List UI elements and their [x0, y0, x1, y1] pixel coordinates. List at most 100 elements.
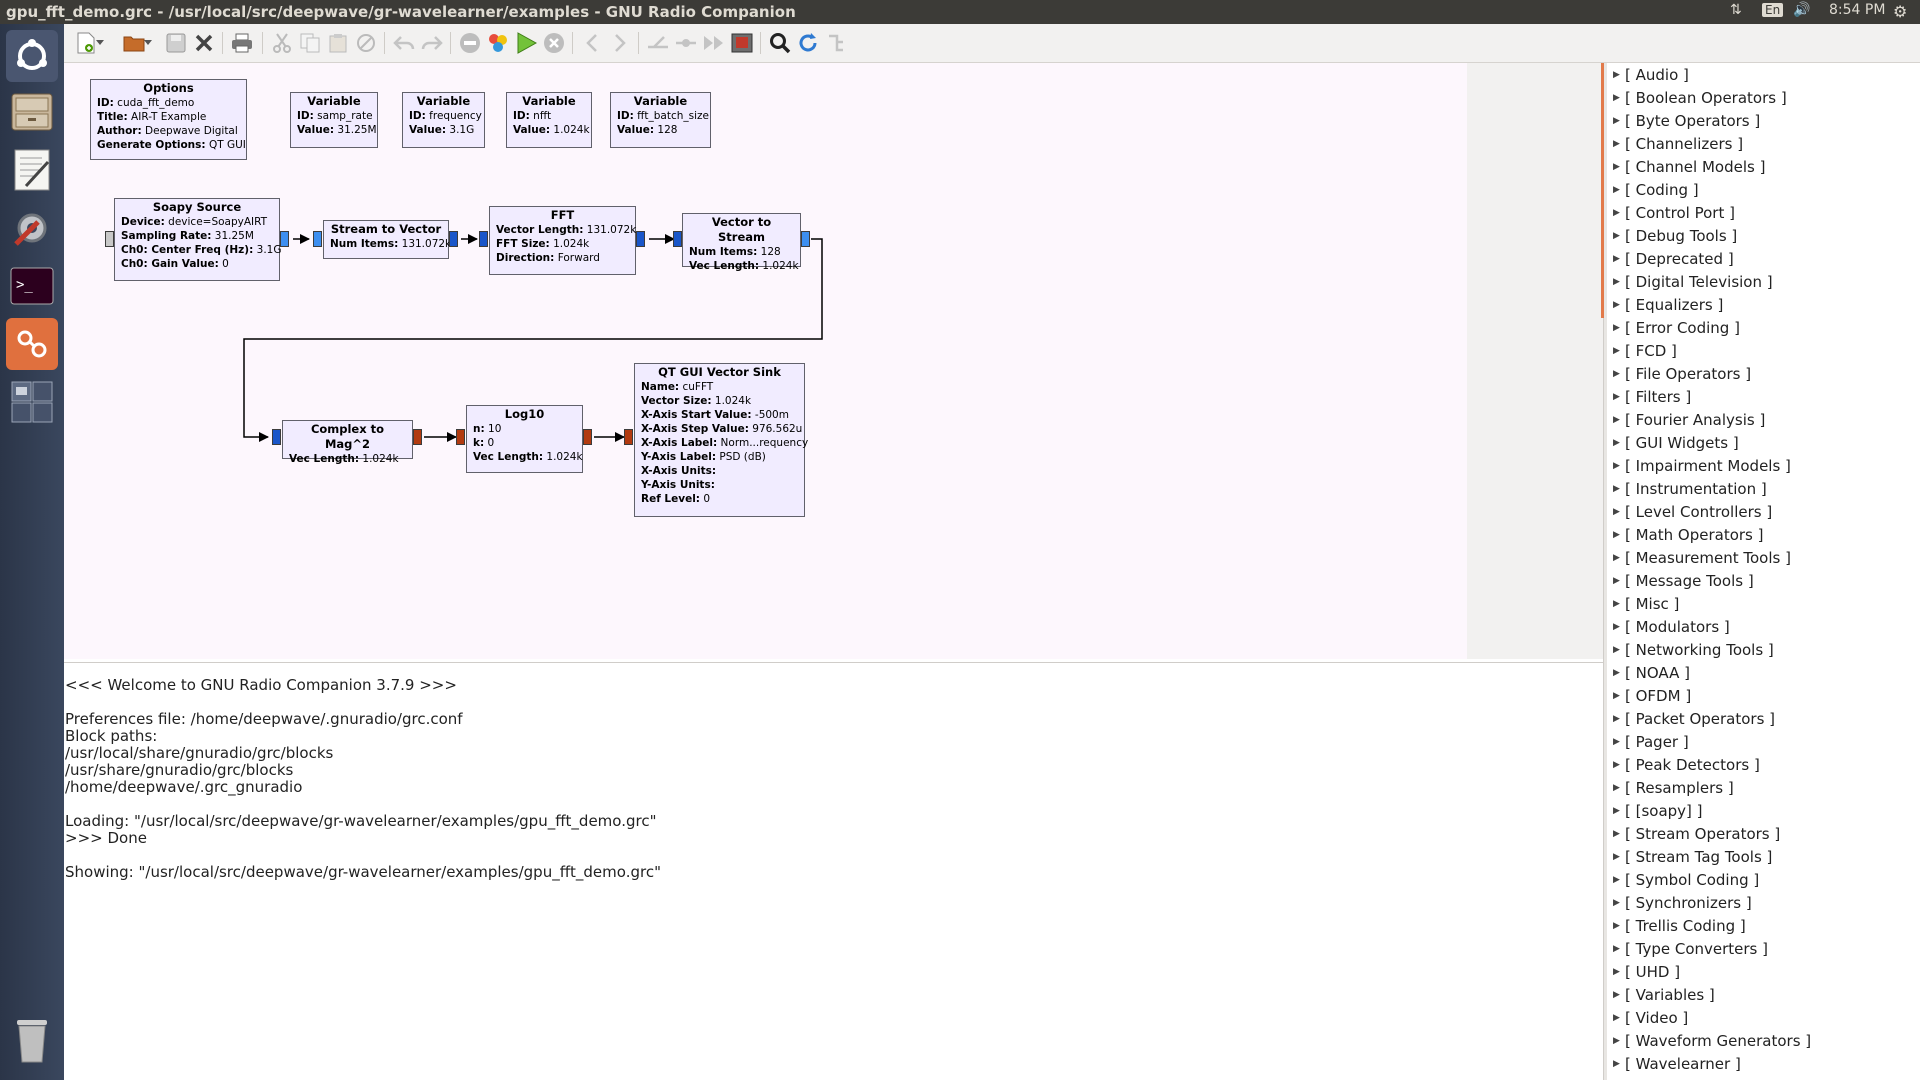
expander-arrow-icon[interactable]: ▶ [1613, 737, 1620, 747]
hier-block-button[interactable] [824, 31, 848, 55]
library-category[interactable]: ▶[ Variables ] [1613, 985, 1715, 1005]
expander-arrow-icon[interactable]: ▶ [1613, 438, 1620, 448]
expander-arrow-icon[interactable]: ▶ [1613, 1059, 1620, 1069]
library-category[interactable]: ▶[ Digital Television ] [1613, 272, 1773, 292]
block-library-tree[interactable]: ▶[ Audio ]▶[ Boolean Operators ]▶[ Byte … [1607, 63, 1920, 1080]
speaker-icon[interactable]: 🔊 [1793, 2, 1811, 18]
workspace-switcher-button[interactable] [6, 376, 58, 428]
library-category[interactable]: ▶[ Measurement Tools ] [1613, 548, 1791, 568]
library-category[interactable]: ▶[ Equalizers ] [1613, 295, 1723, 315]
expander-arrow-icon[interactable]: ▶ [1613, 346, 1620, 356]
execute-button[interactable] [514, 31, 538, 55]
soapy-out-port[interactable] [280, 231, 289, 247]
expander-arrow-icon[interactable]: ▶ [1613, 277, 1620, 287]
expander-arrow-icon[interactable]: ▶ [1613, 530, 1620, 540]
print-button[interactable] [230, 31, 254, 55]
generate-button[interactable] [486, 31, 510, 55]
cmag-out-port[interactable] [413, 429, 422, 445]
expander-arrow-icon[interactable]: ▶ [1613, 300, 1620, 310]
expander-arrow-icon[interactable]: ▶ [1613, 93, 1620, 103]
library-category[interactable]: ▶[ Video ] [1613, 1008, 1688, 1028]
expander-arrow-icon[interactable]: ▶ [1613, 323, 1620, 333]
delete-button[interactable] [354, 31, 378, 55]
new-dropdown-button[interactable] [94, 31, 106, 55]
library-category[interactable]: ▶[ Impairment Models ] [1613, 456, 1791, 476]
expander-arrow-icon[interactable]: ▶ [1613, 231, 1620, 241]
files-button[interactable] [6, 86, 58, 138]
expander-arrow-icon[interactable]: ▶ [1613, 254, 1620, 264]
library-category[interactable]: ▶[ Deprecated ] [1613, 249, 1734, 269]
disable-button[interactable] [458, 31, 482, 55]
library-category[interactable]: ▶[ Synchronizers ] [1613, 893, 1752, 913]
ubuntu-dash-button[interactable] [6, 30, 58, 82]
library-category[interactable]: ▶[ Modulators ] [1613, 617, 1730, 637]
library-category[interactable]: ▶[ Boolean Operators ] [1613, 88, 1787, 108]
library-category[interactable]: ▶[ UHD ] [1613, 962, 1680, 982]
library-category[interactable]: ▶[ Wavelearner ] [1613, 1054, 1741, 1074]
library-category[interactable]: ▶[ Coding ] [1613, 180, 1699, 200]
library-category[interactable]: ▶[ Debug Tools ] [1613, 226, 1737, 246]
library-category[interactable]: ▶[ Networking Tools ] [1613, 640, 1774, 660]
close-button[interactable] [192, 31, 216, 55]
expander-arrow-icon[interactable]: ▶ [1613, 852, 1620, 862]
log10-in-port[interactable] [456, 429, 465, 445]
console-log[interactable]: <<< Welcome to GNU Radio Companion 3.7.9… [64, 662, 1603, 1081]
rotate-ccw-button[interactable] [580, 31, 604, 55]
rotate-cw-button[interactable] [608, 31, 632, 55]
library-category[interactable]: ▶[ Instrumentation ] [1613, 479, 1767, 499]
redo-button[interactable] [420, 31, 444, 55]
expander-arrow-icon[interactable]: ▶ [1613, 783, 1620, 793]
library-category[interactable]: ▶[ Trellis Coding ] [1613, 916, 1746, 936]
trash-button[interactable] [6, 1014, 58, 1066]
library-category[interactable]: ▶[ Symbol Coding ] [1613, 870, 1759, 890]
library-category[interactable]: ▶[ Channelizers ] [1613, 134, 1743, 154]
system-settings-button[interactable] [6, 202, 58, 254]
clock[interactable]: 8:54 PM [1829, 2, 1886, 18]
expander-arrow-icon[interactable]: ▶ [1613, 484, 1620, 494]
library-category[interactable]: ▶[ NOAA ] [1613, 663, 1690, 683]
new-button[interactable] [74, 31, 98, 55]
library-category[interactable]: ▶[ Stream Operators ] [1613, 824, 1780, 844]
expander-arrow-icon[interactable]: ▶ [1613, 806, 1620, 816]
expander-arrow-icon[interactable]: ▶ [1613, 645, 1620, 655]
pane-splitter[interactable] [1603, 63, 1608, 1080]
expander-arrow-icon[interactable]: ▶ [1613, 691, 1620, 701]
library-category[interactable]: ▶[ File Operators ] [1613, 364, 1751, 384]
expander-arrow-icon[interactable]: ▶ [1613, 990, 1620, 1000]
text-editor-button[interactable] [6, 144, 58, 196]
library-category[interactable]: ▶[ Type Converters ] [1613, 939, 1768, 959]
library-category[interactable]: ▶[ OFDM ] [1613, 686, 1691, 706]
open-dropdown-button[interactable] [142, 31, 154, 55]
library-category[interactable]: ▶[ GUI Widgets ] [1613, 433, 1739, 453]
sink-in-port[interactable] [624, 429, 633, 445]
library-category[interactable]: ▶[ Filters ] [1613, 387, 1691, 407]
open-button[interactable] [122, 31, 146, 55]
expander-arrow-icon[interactable]: ▶ [1613, 829, 1620, 839]
library-category[interactable]: ▶[ Waveform Generators ] [1613, 1031, 1811, 1051]
expander-arrow-icon[interactable]: ▶ [1613, 369, 1620, 379]
library-category[interactable]: ▶[ Control Port ] [1613, 203, 1735, 223]
expander-arrow-icon[interactable]: ▶ [1613, 967, 1620, 977]
expander-arrow-icon[interactable]: ▶ [1613, 392, 1620, 402]
library-category[interactable]: ▶[ FCD ] [1613, 341, 1677, 361]
expander-arrow-icon[interactable]: ▶ [1613, 622, 1620, 632]
library-category[interactable]: ▶[ Resamplers ] [1613, 778, 1734, 798]
fft-out-port[interactable] [636, 231, 645, 247]
terminal-button[interactable]: >_ [6, 260, 58, 312]
find-block-button[interactable] [768, 31, 792, 55]
gnuradio-companion-button[interactable] [6, 318, 58, 370]
network-icon[interactable]: ⇅ [1730, 2, 1742, 18]
reload-button[interactable] [796, 31, 820, 55]
expander-arrow-icon[interactable]: ▶ [1613, 898, 1620, 908]
expander-arrow-icon[interactable]: ▶ [1613, 944, 1620, 954]
fft-in-port[interactable] [479, 231, 488, 247]
enable-button[interactable] [646, 31, 670, 55]
